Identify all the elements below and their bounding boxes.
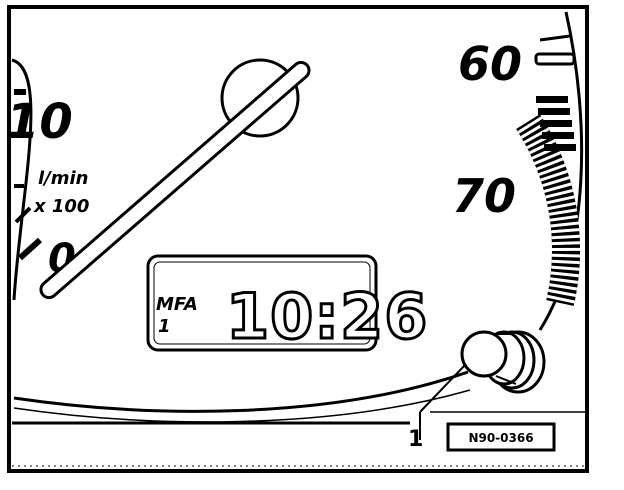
speedometer-tick-highlight (551, 234, 580, 240)
dial-face-lower-arc (13, 370, 469, 413)
speedometer-upper-tick (544, 144, 576, 151)
mfa-display-inner (153, 261, 371, 345)
speedometer-major-tick-60 (534, 52, 576, 66)
speedometer-tick-highlight (548, 288, 577, 297)
mfa-time-readout: 10:26 (226, 280, 428, 353)
speedometer-tick-highlight (551, 253, 580, 258)
speedometer-tick-highlight (549, 283, 578, 291)
callout-number: 1 (408, 427, 423, 452)
speedometer-tick-highlight (551, 241, 580, 246)
speedometer-tick-highlight (546, 195, 575, 205)
speedometer-tick-highlight (538, 163, 566, 177)
speedometer-tick-highlight (547, 201, 576, 211)
speedometer-tick-highlight (523, 127, 550, 144)
outer-frame (7, 5, 589, 473)
speedometer-upper-tick (542, 132, 574, 139)
callout-leader-line (419, 363, 467, 413)
reset-knob (460, 330, 546, 394)
mfa-display-frame (146, 254, 378, 352)
speedometer-tick-highlight (551, 265, 580, 271)
tachometer-needle (39, 60, 311, 300)
needle-hub (220, 58, 300, 138)
speedometer-tick-highlight (543, 182, 572, 193)
speedometer-upper-tick (536, 96, 568, 103)
speedometer-tick-highlight (551, 228, 580, 234)
speedometer-tick-highlight (549, 277, 579, 284)
speedometer-tick-highlight (551, 259, 580, 265)
speedometer-label-70: 70 (452, 169, 516, 223)
speedometer-tick-highlight (550, 221, 579, 228)
reference-code: N90-0366 (468, 431, 533, 445)
tachometer-tick (14, 206, 32, 224)
reference-code-box (446, 422, 556, 452)
tachometer-unit-label: l/min (38, 168, 88, 189)
speedometer-tick-highlight (550, 271, 579, 278)
speedometer-upper-tick (538, 108, 570, 115)
speedometer-tick-highlight (540, 169, 568, 182)
speedometer-ticks (516, 96, 581, 306)
tachometer-multiplier-label: x 100 (33, 196, 89, 217)
speedometer-tick-highlight (528, 139, 556, 155)
speedometer-upper-tick (540, 120, 572, 127)
speedometer-tick-highlight (549, 214, 578, 222)
speedometer-tick-top (539, 34, 571, 42)
tachometer-label-10: 10 (6, 94, 73, 150)
speedometer-tick-highlight (517, 116, 543, 134)
tachometer-tick (17, 237, 43, 261)
speedometer-tick-highlight (548, 208, 578, 216)
mfa-label: MFA (156, 294, 198, 315)
speedometer-tick-highlight (533, 151, 561, 165)
speedometer-tick-highlight (546, 294, 575, 304)
speedometer-tick-highlight (542, 176, 570, 188)
mfa-memory-number: 1 (158, 316, 171, 337)
speedometer-tick-highlight (545, 188, 574, 199)
tachometer-bezel-arc (11, 58, 33, 301)
speedometer-label-60: 60 (458, 37, 522, 91)
speedometer-tick-highlight (536, 157, 564, 171)
